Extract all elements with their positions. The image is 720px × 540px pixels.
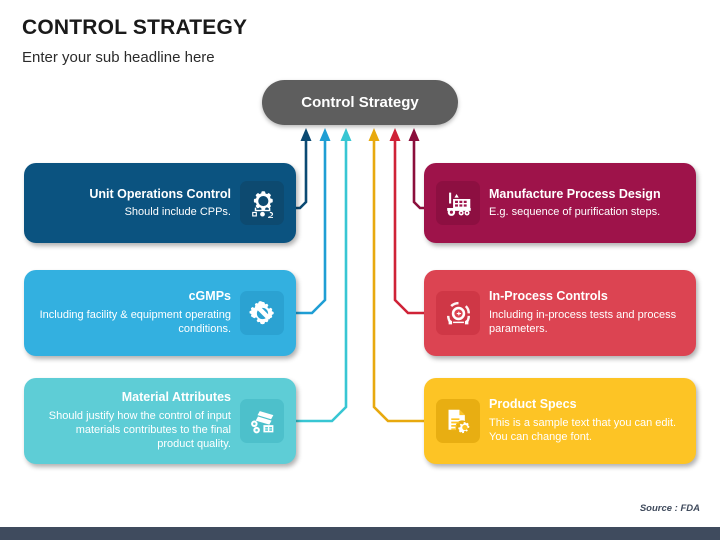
document-gear-icon	[436, 399, 480, 443]
card-description: Including facility & equipment operating…	[39, 309, 231, 336]
card-product-specs[interactable]: Product Specs This is a sample text that…	[424, 378, 696, 464]
center-node-label: Control Strategy	[301, 94, 419, 111]
connector-unit	[296, 128, 312, 210]
card-text: Material Attributes Should justify how t…	[36, 390, 240, 452]
card-cgmps[interactable]: cGMPs Including facility & equipment ope…	[24, 270, 296, 356]
card-text: Manufacture Process Design E.g. sequence…	[480, 187, 684, 220]
card-text: cGMPs Including facility & equipment ope…	[36, 289, 240, 336]
page-title: CONTROL STRATEGY	[22, 16, 248, 39]
card-text: In-Process Controls Including in-process…	[480, 289, 684, 336]
card-description: Including in-process tests and process p…	[489, 309, 677, 336]
factory-icon	[436, 181, 480, 225]
card-title: In-Process Controls	[489, 289, 608, 304]
card-title: Material Attributes	[121, 390, 231, 405]
connector-mpd	[408, 128, 424, 210]
raw-materials-icon	[240, 399, 284, 443]
connector-ipc	[389, 128, 424, 315]
card-unit-operations-control[interactable]: Unit Operations Control Should include C…	[24, 163, 296, 243]
page-subtitle: Enter your sub headline here	[22, 49, 215, 66]
connector-material	[296, 128, 352, 423]
center-node-control-strategy[interactable]: Control Strategy	[262, 80, 458, 125]
card-description: This is a sample text that you can edit.…	[489, 417, 677, 444]
card-title: Manufacture Process Design	[489, 186, 661, 201]
connector-specs	[368, 128, 424, 423]
card-description: Should include CPPs.	[124, 206, 231, 219]
card-text: Unit Operations Control Should include C…	[36, 187, 240, 220]
card-manufacture-process-design[interactable]: Manufacture Process Design E.g. sequence…	[424, 163, 696, 243]
gear-wrench-icon	[240, 291, 284, 335]
card-title: cGMPs	[188, 289, 231, 304]
card-description: Should justify how the control of input …	[48, 409, 231, 451]
card-material-attributes[interactable]: Material Attributes Should justify how t…	[24, 378, 296, 464]
connector-cgmp	[296, 128, 331, 315]
card-description: E.g. sequence of purification steps.	[489, 206, 661, 219]
card-in-process-controls[interactable]: In-Process Controls Including in-process…	[424, 270, 696, 356]
process-gauge-icon	[436, 291, 480, 335]
card-text: Product Specs This is a sample text that…	[480, 397, 684, 444]
card-title: Unit Operations Control	[89, 186, 231, 201]
gear-flowchart-icon	[240, 181, 284, 225]
source-credit: Source : FDA	[639, 503, 700, 514]
bottom-accent-bar	[0, 527, 720, 540]
card-title: Product Specs	[489, 397, 577, 412]
